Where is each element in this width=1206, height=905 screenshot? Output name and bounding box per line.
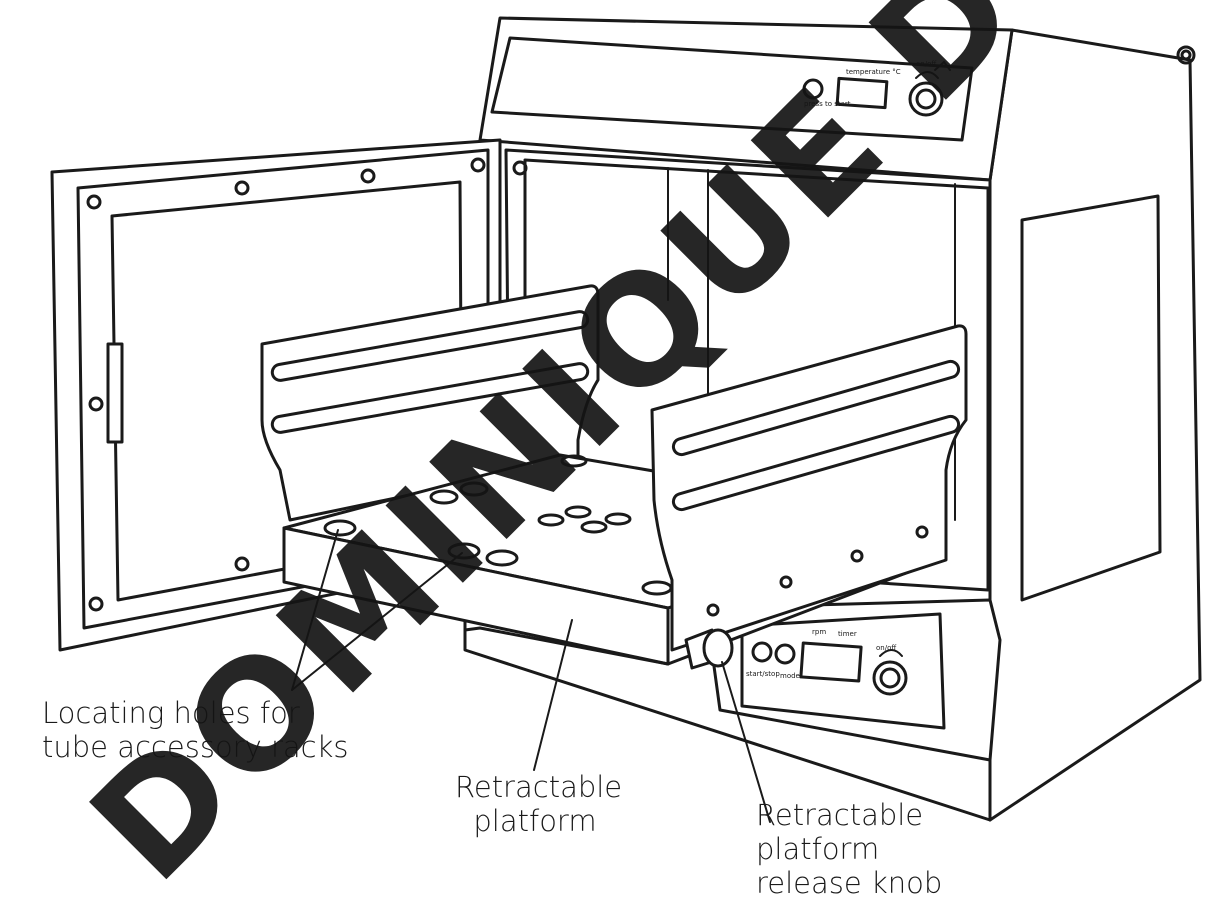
bottom-control-panel: [704, 598, 1002, 762]
start-stop-caption: start/stop: [746, 670, 780, 678]
top-display-caption: temperature °C: [846, 68, 901, 76]
release-knob[interactable]: [684, 628, 734, 670]
rear-rack-bracket: [260, 284, 600, 522]
label-locating-holes: Locating holes for tube accessory racks: [42, 696, 349, 764]
temperature-display: [835, 76, 889, 110]
label-retractable-platform: Retractable platform: [455, 770, 623, 838]
front-rack-bracket: [650, 324, 968, 652]
top-knob-caption: on/off: [916, 60, 936, 68]
bottom-knob-caption: on/off: [876, 644, 896, 652]
start-button-top[interactable]: [802, 78, 824, 100]
rpm-caption: rpm: [812, 628, 826, 636]
timer-caption: timer: [838, 630, 857, 638]
door-handle[interactable]: [106, 342, 124, 444]
mode-caption: mode: [780, 672, 800, 680]
label-release-knob: Retractable platform release knob: [756, 798, 943, 900]
speed-timer-display: [799, 641, 863, 683]
mode-button[interactable]: [774, 643, 796, 665]
top-button-caption: press to start: [804, 100, 851, 108]
leader-lines: [291, 529, 771, 823]
top-control-housing: [478, 16, 1014, 182]
on-off-knob-bottom[interactable]: [872, 660, 908, 696]
start-stop-button[interactable]: [751, 641, 773, 663]
door-screws: [86, 157, 486, 612]
on-off-knob-top[interactable]: [908, 81, 944, 117]
